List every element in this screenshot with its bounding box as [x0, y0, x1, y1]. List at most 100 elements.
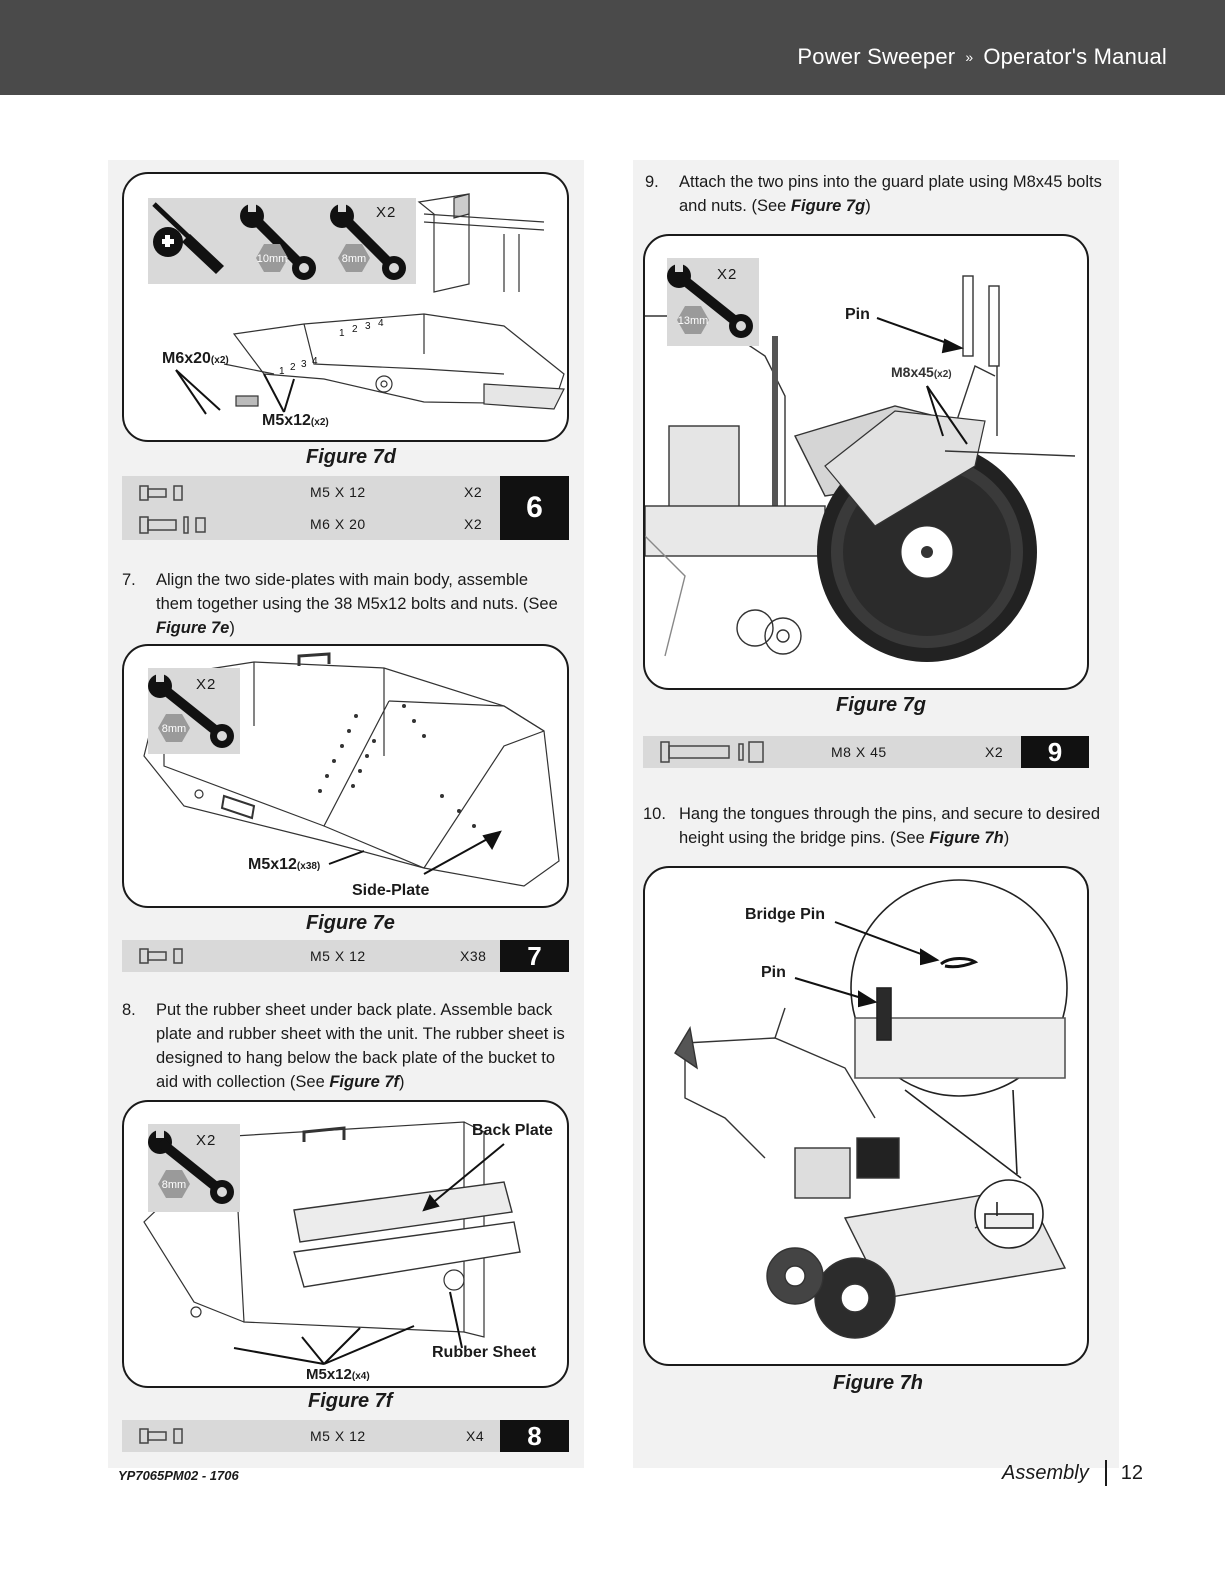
- header-manual: Operator's Manual: [983, 44, 1167, 69]
- zoom-circle-small: [974, 1179, 1044, 1249]
- right-column: 9. Attach the two pins into the guard pl…: [633, 160, 1119, 1468]
- part-number-2b: 2: [290, 362, 296, 373]
- wrench-8mm-icon: 8mm: [330, 202, 406, 280]
- part-number-1a: 1: [339, 328, 345, 339]
- fig7f-hardware-table: M5 X 12 X4 8: [122, 1420, 569, 1452]
- wrench-size: 8mm: [162, 1179, 186, 1191]
- fig7e-hw-qty-1: X38: [460, 948, 487, 964]
- footer-page-info: Assembly 12: [1002, 1460, 1143, 1486]
- fig7f-tool-qty: X2: [196, 1132, 217, 1149]
- step-7-number: 7.: [122, 571, 136, 589]
- step-7: 7. Align the two side-plates with main b…: [122, 568, 569, 640]
- fig7d-callout-m5x12-label: M5x12: [262, 412, 311, 429]
- fig7g-hardware-icons: [660, 741, 764, 763]
- fig7d-hw-spec-2: M6 X 20: [310, 516, 366, 532]
- fig7e-hw-spec-1: M5 X 12: [310, 948, 366, 964]
- part-number-4b: 4: [312, 356, 318, 367]
- fig7e-callout-m5x12-qty: (x38): [296, 861, 321, 872]
- wrench-8mm-icon: 8mm: [148, 672, 234, 748]
- step-9-number: 9.: [645, 173, 659, 191]
- zoom-circle-large: [850, 879, 1068, 1179]
- step-9-ref: Figure 7g: [790, 197, 866, 215]
- step-8-body: Put the rubber sheet under back plate. A…: [156, 998, 569, 1094]
- figure-7g-drawing: 13mm: [645, 258, 1076, 662]
- leader-lines: [794, 921, 940, 1008]
- footer-divider: [1104, 1460, 1107, 1486]
- step-9: 9. Attach the two pins into the guard pl…: [645, 170, 1107, 218]
- pins-drawing: [944, 275, 1076, 457]
- step-9-close: ): [865, 197, 871, 215]
- fig7f-callout-back-plate: Back Plate: [472, 1122, 553, 1139]
- figure-7f-illustration: 8mm X2 Back Plate Rubber Sheet M5x12(x4): [122, 1100, 569, 1388]
- wrench1-size: 10mm: [257, 253, 288, 265]
- fig7d-callout-m5x12-qty: (x2): [310, 417, 329, 428]
- figure-7e-caption: Figure 7e: [306, 912, 395, 934]
- fig7d-hw-spec-1: M5 X 12: [310, 484, 366, 500]
- fig7e-callout-m5x12-label: M5x12: [248, 856, 297, 873]
- fig7g-callout-m8x45-qty: (x2): [933, 369, 952, 380]
- bolt-m6x20-icon: [139, 516, 206, 534]
- fig7g-hw-qty-1: X2: [985, 744, 1004, 760]
- footer-doc-code: YP7065PM02 - 1706: [118, 1468, 239, 1483]
- fig7d-tool-qty: X2: [376, 204, 397, 221]
- step-8-text: Put the rubber sheet under back plate. A…: [156, 1001, 565, 1091]
- fig7e-hardware-icons: [139, 948, 183, 964]
- fig7d-hw-qty-1: X2: [464, 484, 483, 500]
- fig7f-callout-rubber-sheet: Rubber Sheet: [432, 1344, 537, 1361]
- step-8-close: ): [399, 1073, 405, 1091]
- wrench-8mm-icon: 8mm: [148, 1128, 234, 1204]
- part-number-3a: 3: [365, 321, 371, 332]
- fig7f-hw-qty-1: X4: [466, 1428, 485, 1444]
- fig7e-tool-qty: X2: [196, 676, 217, 693]
- header-separator: »: [965, 49, 974, 65]
- bucket-body-drawing: [223, 193, 565, 410]
- fig7d-callout-m6x20-qty: (x2): [210, 355, 229, 366]
- figure-7e-illustration: 8mm X2 M5x12(x38) Side-Plate: [122, 644, 569, 908]
- bucket-assembly-drawing: [143, 652, 560, 887]
- step-8-number: 8.: [122, 1001, 136, 1019]
- figure-7e-drawing: 8mm: [143, 652, 560, 887]
- step-10: 10. Hang the tongues through the pins, a…: [643, 802, 1105, 850]
- figure-7h-caption: Figure 7h: [833, 1372, 924, 1394]
- bucket-back-drawing: [143, 1121, 521, 1338]
- figure-7d-drawing: 10mm 8mm: [148, 193, 565, 415]
- step-9-body: Attach the two pins into the guard plate…: [679, 170, 1107, 218]
- step-9-text: Attach the two pins into the guard plate…: [679, 173, 1102, 215]
- fig7e-callout-m5x12: M5x12(x38): [248, 856, 320, 874]
- fig7f-callout-m5x12-qty: (x4): [351, 1371, 370, 1382]
- fig7f-hw-spec-1: M5 X 12: [310, 1428, 366, 1444]
- bolt-m8x45-icon: [660, 741, 764, 763]
- guard-plate-drawing: [824, 410, 986, 527]
- fig7f-callout-m5x12: M5x12(x4): [306, 1366, 370, 1383]
- header-bar: Power Sweeper » Operator's Manual: [0, 0, 1225, 95]
- fig7g-hw-spec-1: M8 X 45: [831, 744, 887, 760]
- figure-7d-illustration: 10mm 8mm: [122, 172, 569, 442]
- step-7-ref: Figure 7e: [156, 619, 230, 637]
- leader-lines: [876, 317, 968, 445]
- step-8: 8. Put the rubber sheet under back plate…: [122, 998, 569, 1094]
- figure-7h-illustration: Bridge Pin Pin: [643, 866, 1089, 1366]
- header-product: Power Sweeper: [797, 44, 956, 69]
- step-10-close: ): [1003, 829, 1010, 847]
- step-7-body: Align the two side-plates with main body…: [156, 568, 569, 640]
- wrench-size: 8mm: [162, 723, 186, 735]
- leader-lines: [328, 830, 502, 875]
- footer-section: Assembly: [1002, 1461, 1089, 1484]
- part-number-3b: 3: [301, 359, 307, 370]
- figure-7g-caption: Figure 7g: [836, 694, 927, 716]
- bolt-holes: [318, 704, 476, 828]
- step-10-text: Hang the tongues through the pins, and s…: [679, 805, 1101, 847]
- step-7-text: Align the two side-plates with main body…: [156, 571, 558, 613]
- leader-lines: [233, 1143, 505, 1365]
- figure-7f-caption: Figure 7f: [308, 1390, 393, 1412]
- fig7e-hardware-table: M5 X 12 X38 7: [122, 940, 569, 972]
- fig7h-callout-bridge-pin: Bridge Pin: [745, 906, 826, 923]
- wrench-size: 13mm: [678, 315, 709, 327]
- part-number-2a: 2: [352, 324, 358, 335]
- fig7h-callout-pin: Pin: [761, 964, 786, 981]
- fig7g-callout-m8x45: M8x45(x2): [891, 364, 952, 380]
- fig7e-step-badge: 7: [500, 940, 569, 972]
- fig7g-tool-qty: X2: [717, 266, 738, 283]
- fig7d-hw-qty-2: X2: [464, 516, 483, 532]
- bolt-m5x12-icon: [139, 1428, 183, 1444]
